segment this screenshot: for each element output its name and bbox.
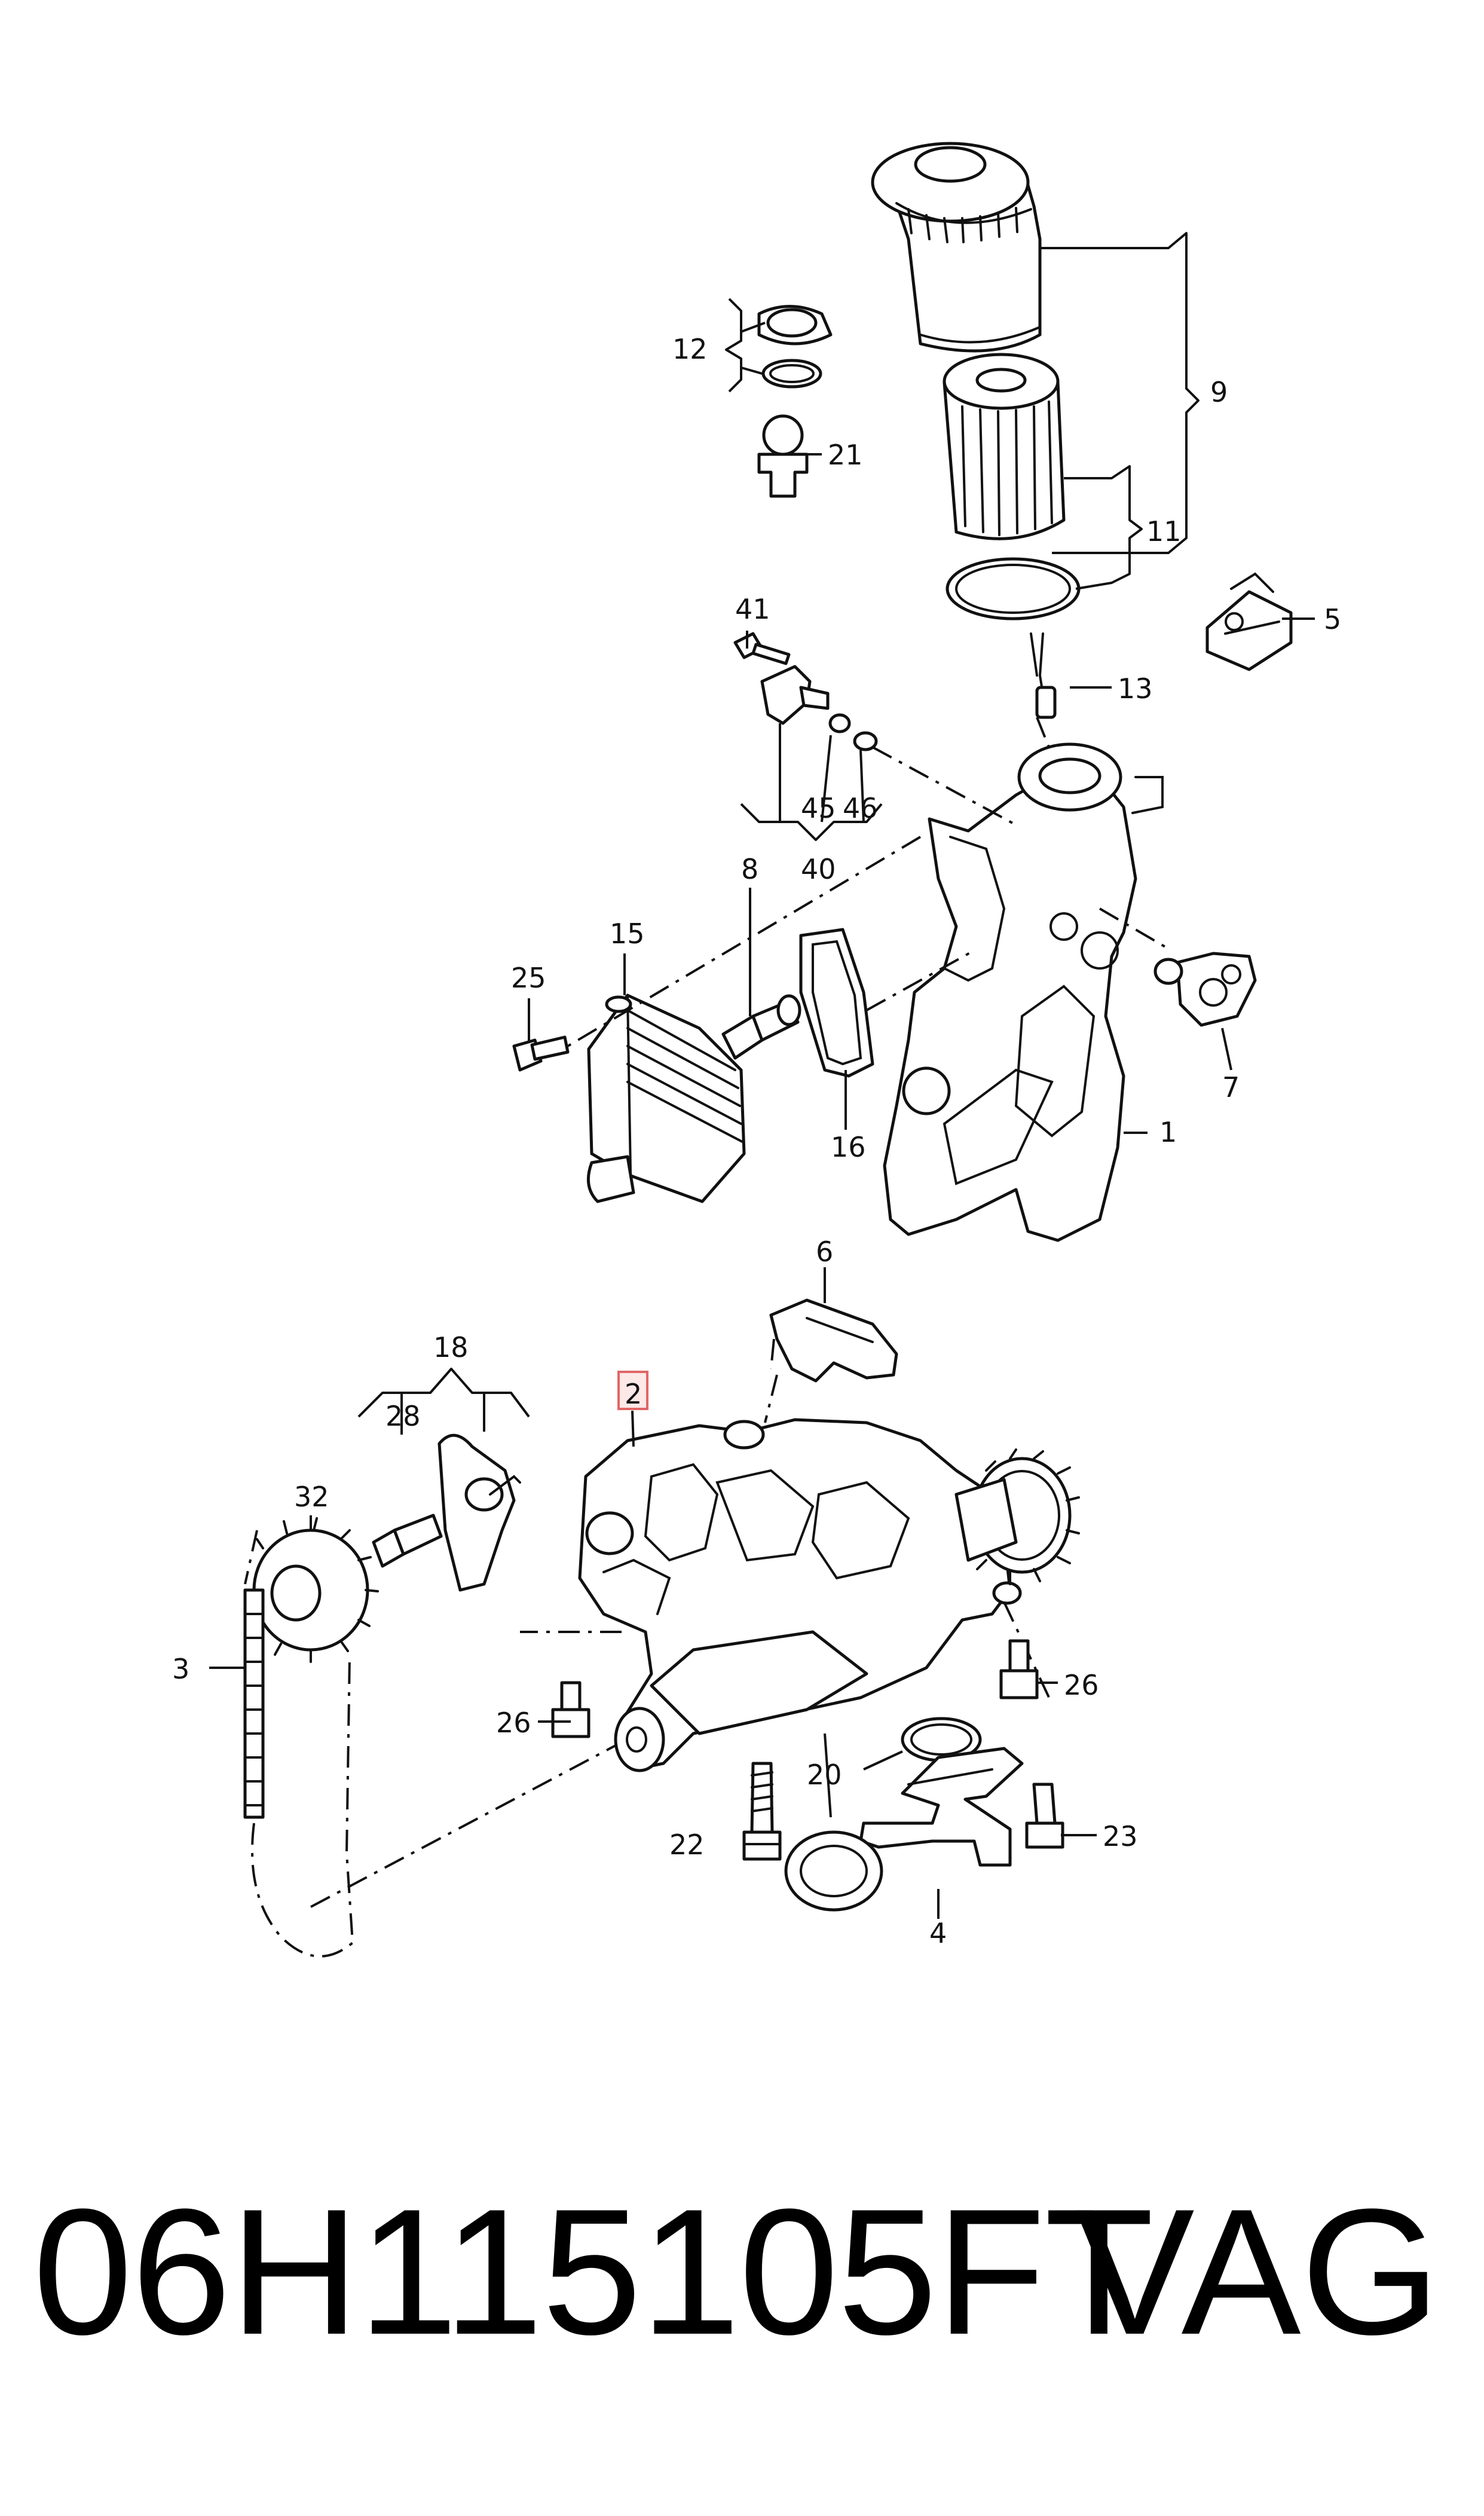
part-bolt-26-left[interactable] [551, 1681, 590, 1738]
callout-46: 46 [843, 792, 878, 824]
callout-2: 2 [625, 1378, 642, 1410]
part-o-ring-46[interactable] [853, 731, 878, 751]
callout-20: 20 [807, 1759, 842, 1791]
callout-18: 18 [433, 1331, 469, 1364]
highlight-box-2 [617, 1371, 648, 1410]
part-oil-cooler-15[interactable] [586, 993, 746, 1203]
part-tensioner-18[interactable] [437, 1433, 521, 1592]
assembly-line [1099, 907, 1173, 952]
assembly-line [1036, 717, 1050, 748]
bracket-12 [725, 298, 766, 393]
assembly-line [567, 836, 922, 1047]
part-baffle-6[interactable] [769, 1298, 898, 1383]
part-bolt-23[interactable] [1025, 1783, 1064, 1849]
diagram-canvas: 1 2 3 4 5 6 7 8 9 11 12 13 15 16 18 20 2… [172, 142, 1341, 1958]
callout-45: 45 [801, 792, 836, 824]
callout-7: 7 [1222, 1071, 1240, 1103]
bracket-9 [1040, 232, 1200, 554]
part-number-text: 06H115105FT [33, 2171, 1154, 2372]
callout-labels: 1 2 3 4 5 6 7 8 9 11 12 13 15 16 18 20 2… [172, 333, 1341, 1949]
exploded-parts-diagram: 1 2 3 4 5 6 7 8 9 11 12 13 15 16 18 20 2… [172, 142, 1341, 1958]
callout-21: 21 [828, 439, 863, 471]
part-bolt-25[interactable] [512, 1035, 570, 1072]
callout-13: 13 [1118, 672, 1153, 705]
part-sensor-40[interactable] [760, 665, 830, 725]
part-bolt-26-right[interactable] [999, 1639, 1039, 1699]
brand-text: VAG [1075, 2171, 1440, 2372]
callout-9: 9 [1210, 376, 1228, 408]
callout-12: 12 [672, 333, 708, 365]
part-sprocket-32[interactable] [251, 1517, 379, 1663]
part-bolt-28[interactable] [372, 1514, 443, 1568]
assembly-line [770, 1338, 775, 1369]
part-filter-o-ring[interactable] [946, 557, 1081, 620]
callout-5: 5 [1324, 603, 1341, 635]
assembly-line [251, 1655, 354, 1958]
assembly-line [244, 1530, 258, 1585]
part-bolt-41[interactable] [733, 632, 791, 665]
callout-32: 32 [294, 1481, 329, 1513]
caption-bar: 06H115105FT VAG [24, 2152, 1458, 2391]
callout-1: 1 [1159, 1116, 1177, 1148]
callout-26-right: 26 [1064, 1669, 1099, 1701]
assembly-line [310, 1744, 616, 1908]
part-valve-8[interactable] [721, 994, 801, 1060]
callout-6: 6 [816, 1236, 833, 1268]
callout-4: 4 [929, 1917, 947, 1949]
assembly-line [866, 949, 975, 1011]
part-housing-1[interactable] [883, 742, 1164, 1242]
bracket-40 [740, 803, 883, 841]
callout-40: 40 [801, 853, 836, 885]
part-oil-pump-2[interactable] [578, 1418, 1022, 1772]
leaders-40 [779, 723, 865, 823]
leaders-18 [400, 1393, 485, 1435]
part-oil-filter-cap[interactable] [871, 142, 1042, 353]
part-sensor-13[interactable] [1030, 632, 1057, 719]
bracket-18 [357, 1368, 530, 1418]
callout-8: 8 [741, 853, 758, 885]
callout-22: 22 [669, 1829, 705, 1861]
part-gasket-20[interactable] [901, 1717, 982, 1762]
assembly-line [872, 746, 1017, 826]
callout-11: 11 [1146, 515, 1182, 548]
part-gasket-16[interactable] [799, 928, 874, 1078]
part-clip-5[interactable] [1205, 572, 1293, 671]
part-pickup-tube-4[interactable] [784, 1747, 1024, 1912]
callout-28: 28 [385, 1400, 421, 1432]
part-gasket-7[interactable] [1153, 952, 1257, 1027]
part-chain-3[interactable] [243, 1588, 265, 1819]
leader-lines [209, 453, 1315, 1919]
part-pump-sprocket[interactable] [954, 1448, 1080, 1585]
part-filter-element[interactable] [943, 353, 1066, 540]
part-sender-21[interactable] [757, 414, 809, 498]
callout-15: 15 [610, 918, 645, 950]
part-bolt-22[interactable] [742, 1762, 782, 1861]
callout-26-left: 26 [496, 1707, 531, 1739]
part-cap-12[interactable] [757, 305, 833, 389]
bracket-11 [1064, 465, 1143, 590]
callout-41: 41 [735, 593, 770, 625]
callout-23: 23 [1103, 1820, 1138, 1852]
assembly-line [764, 1374, 778, 1423]
callout-16: 16 [831, 1131, 866, 1163]
callout-3: 3 [172, 1653, 189, 1685]
callout-25: 25 [511, 962, 546, 994]
part-o-ring-45[interactable] [828, 713, 851, 733]
